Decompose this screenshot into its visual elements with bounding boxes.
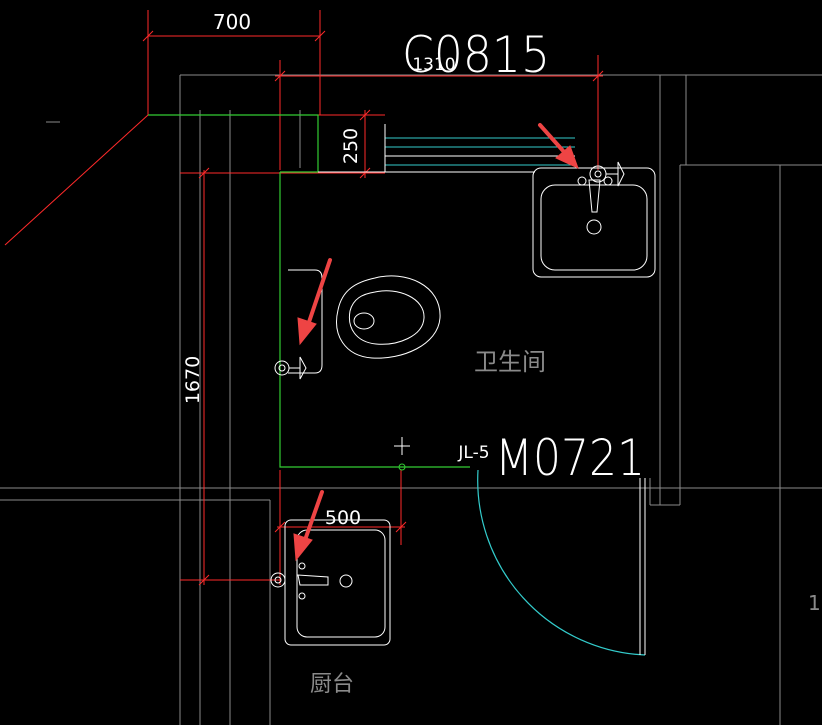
dimension-lines: [4, 10, 604, 586]
wash-basin-top: [532, 167, 656, 278]
dim-1310-label: 1310: [412, 55, 455, 75]
door-swing: [477, 469, 646, 656]
wall-outlines: [0, 74, 822, 725]
dim-250-label: 250: [340, 128, 362, 164]
valve-icon-top: [589, 161, 625, 187]
dim-500-label: 500: [325, 507, 361, 529]
edge-label: 10: [808, 591, 822, 615]
valve-icon-left: [274, 356, 307, 380]
window-label: C0815: [402, 26, 550, 84]
door-label: M0721: [495, 429, 645, 487]
dim-700-label: 700: [213, 10, 251, 34]
green-walls: [148, 114, 470, 468]
toilet-fixture: [288, 269, 441, 374]
valve-icon-bottom: [270, 572, 286, 588]
room-label-kitchen: 厨台: [310, 672, 354, 697]
annotation-arrows: [293, 123, 579, 562]
window-glass-lines: [318, 124, 575, 173]
room-label-bathroom: 卫生间: [474, 348, 546, 376]
dim-1670-label: 1670: [182, 356, 204, 404]
pipe-label: JL-5: [457, 443, 489, 463]
pipe-marker: [394, 437, 410, 471]
